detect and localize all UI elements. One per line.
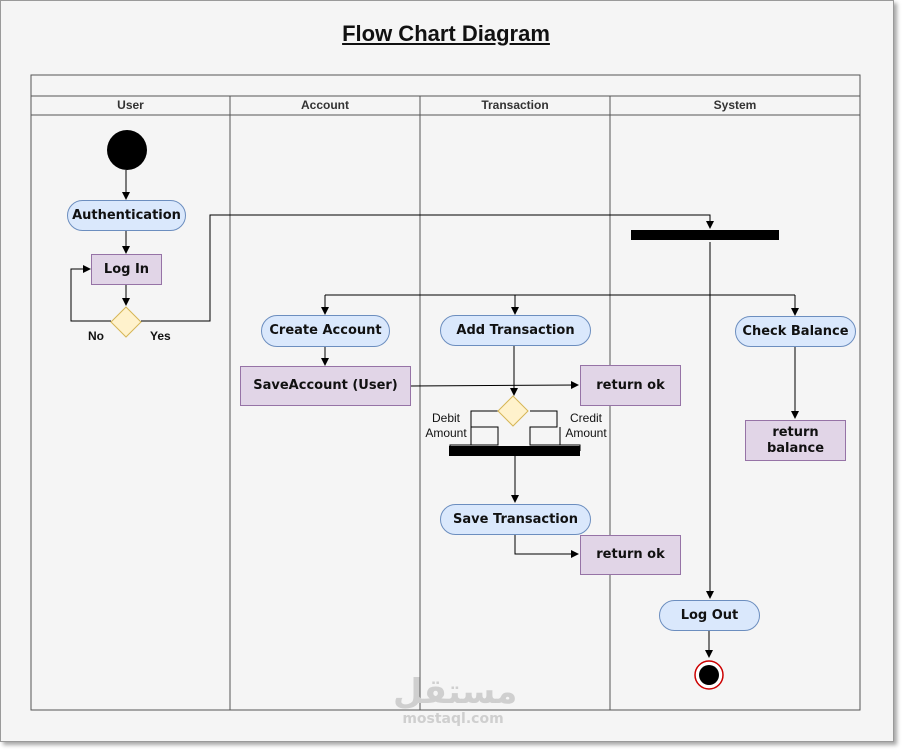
action-save-account: SaveAccount (User) <box>240 366 411 406</box>
lane-transaction: Transaction <box>481 98 549 112</box>
end-node <box>694 660 724 690</box>
mostaql-watermark: مستقل mostaql.com <box>393 672 518 727</box>
edge-decision-no-loop <box>70 265 111 322</box>
start-node <box>107 130 147 170</box>
watermark-arabic: مستقل <box>393 672 518 712</box>
edge-label-debit: Debit Amount <box>425 411 467 440</box>
activity-add-transaction: Add Transaction <box>440 315 591 346</box>
activity-check-balance: Check Balance <box>735 316 856 347</box>
edge-debit <box>449 410 499 451</box>
edge-label-no: No <box>88 329 104 343</box>
lane-user: User <box>117 98 144 112</box>
action-return-ok-account: return ok <box>580 365 681 406</box>
connectors <box>70 170 799 658</box>
decision-amount <box>497 395 529 427</box>
activity-log-out: Log Out <box>659 600 760 631</box>
watermark-latin: mostaql.com <box>402 711 504 727</box>
join-bar-transaction <box>449 446 580 456</box>
edge-label-credit: Credit Amount <box>565 411 607 440</box>
edge-decision-yes <box>141 214 714 322</box>
activity-create-account: Create Account <box>261 315 390 347</box>
edge-save-returnok2 <box>514 535 579 558</box>
action-return-ok-transaction: return ok <box>580 535 681 575</box>
lane-account: Account <box>301 98 349 112</box>
activity-authentication: Authentication <box>67 200 186 231</box>
fork-bar-system <box>631 230 779 240</box>
activity-save-transaction: Save Transaction <box>440 504 591 535</box>
edge-save-returnok <box>410 381 579 390</box>
edge-credit <box>529 410 581 451</box>
action-return-balance: return balance <box>745 420 846 461</box>
lane-system: System <box>713 98 757 112</box>
edge-label-yes: Yes <box>150 329 171 343</box>
action-log-in: Log In <box>91 254 162 285</box>
page-title: Flow Chart Diagram <box>342 21 550 46</box>
decision-login <box>110 306 142 338</box>
